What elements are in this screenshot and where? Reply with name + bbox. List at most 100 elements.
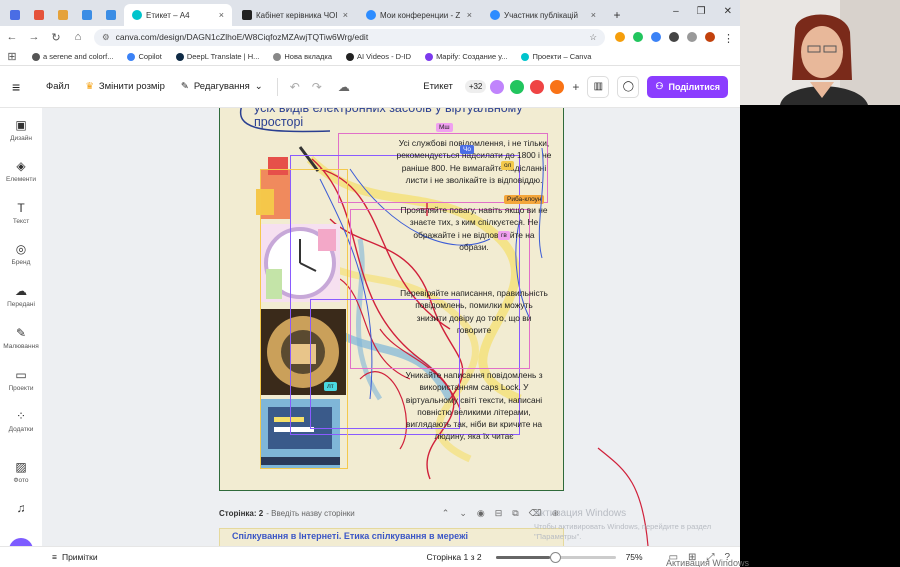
collaborator-cursor-chip: ол bbox=[501, 161, 515, 170]
text-block-messages[interactable]: Усі службові повідомлення, і не тільки, … bbox=[396, 138, 552, 185]
bookmark-item[interactable]: AI Videos - D-ID bbox=[346, 52, 411, 61]
sidebar-item-uploads[interactable]: ☁Передані bbox=[0, 284, 42, 308]
cloud-save-icon[interactable]: ☁ bbox=[337, 79, 350, 94]
redo-icon[interactable]: ↷ bbox=[311, 79, 322, 94]
selection-box bbox=[310, 299, 460, 429]
fullscreen-icon[interactable]: ⤢ bbox=[706, 551, 715, 563]
browser-tab[interactable] bbox=[52, 4, 74, 26]
close-tab-icon[interactable]: × bbox=[218, 10, 224, 20]
menu-dots-icon[interactable]: ⋮ bbox=[723, 33, 734, 45]
page-name-input[interactable]: - Введіть назву сторінки bbox=[266, 508, 355, 518]
bookmark-item[interactable]: Проекти – Canva bbox=[521, 52, 591, 61]
chevron-up-icon[interactable]: ⌃ bbox=[441, 507, 450, 518]
bookmark-item[interactable]: DeepL Translate | Н... bbox=[175, 52, 259, 61]
close-window-icon[interactable]: ✕ bbox=[723, 6, 732, 17]
browser-tab[interactable]: Кабінет керівника ЧОІ × bbox=[234, 4, 356, 26]
hide-icon[interactable]: ◉ bbox=[476, 507, 485, 518]
extension-icon[interactable] bbox=[687, 32, 697, 42]
close-tab-icon[interactable]: × bbox=[342, 10, 348, 20]
help-icon[interactable]: ? bbox=[724, 551, 730, 563]
zoom-level[interactable]: 75% bbox=[625, 552, 643, 562]
browser-tab[interactable] bbox=[28, 4, 50, 26]
duplicate-icon[interactable]: ⧉ bbox=[512, 507, 519, 518]
sidebar-item-apps[interactable]: ⁘Додатки bbox=[0, 409, 42, 433]
resize-button[interactable]: ♛ Змінити розмір bbox=[85, 81, 165, 92]
layout-icon: ▣ bbox=[15, 118, 27, 132]
collaborator-avatars[interactable]: +32 + bbox=[464, 77, 580, 96]
bookmark-item[interactable]: Copilot bbox=[127, 52, 162, 61]
apps-grid-icon[interactable]: ⊞ bbox=[7, 51, 17, 63]
analytics-icon[interactable]: ▥ bbox=[587, 75, 610, 98]
lock-icon[interactable]: ⊟ bbox=[494, 507, 503, 518]
maximize-icon[interactable]: ❐ bbox=[696, 6, 706, 17]
text-block-spelling[interactable]: Перевіряйте написання, правильність пові… bbox=[400, 288, 548, 335]
extension-icon[interactable] bbox=[651, 32, 661, 42]
bookmark-star-icon[interactable]: ☆ bbox=[589, 31, 597, 42]
chevron-down-icon[interactable]: ⌄ bbox=[459, 507, 467, 518]
extension-icon[interactable] bbox=[615, 32, 625, 42]
sidebar-item-label: Додатки bbox=[8, 426, 34, 433]
sidebar-item-projects[interactable]: ▭Проекти bbox=[0, 368, 42, 392]
close-tab-icon[interactable]: × bbox=[466, 10, 472, 20]
design-page[interactable]: усіх видів електронних засобів у віртуал… bbox=[219, 108, 564, 491]
browser-tab-bar: Етикет – А4 × Кабінет керівника ЧОІ × Мо… bbox=[0, 0, 740, 26]
zoom-slider-knob[interactable] bbox=[549, 551, 561, 563]
minimize-icon[interactable]: – bbox=[673, 6, 679, 17]
sidebar-item-photos[interactable]: ▨Фото bbox=[0, 460, 42, 484]
sidebar-item-design[interactable]: ▣Дизайн bbox=[0, 118, 42, 142]
page-label: Сторінка: 2 bbox=[219, 508, 264, 518]
page-indicator[interactable]: Сторінка 1 з 2 bbox=[426, 552, 482, 562]
grid-view-icon[interactable]: ⊞ bbox=[688, 551, 697, 563]
bookmark-item[interactable]: Mapify: Создание у... bbox=[425, 52, 507, 61]
sidebar-item-draw[interactable]: ✎Малювання bbox=[0, 326, 42, 350]
browser-tab[interactable]: Мои конференции - Z × bbox=[358, 4, 480, 26]
document-title[interactable]: Етикет bbox=[423, 81, 453, 92]
extension-icon[interactable] bbox=[669, 32, 679, 42]
zoom-slider[interactable] bbox=[495, 551, 616, 563]
comment-icon[interactable]: ◯ bbox=[617, 75, 640, 98]
site-info-icon[interactable]: ⚙ bbox=[102, 31, 110, 42]
stained-glass-image bbox=[260, 309, 346, 395]
page-title[interactable]: усіх видів електронних засобів у віртуал… bbox=[254, 108, 523, 129]
delete-icon[interactable]: ⌫ bbox=[528, 507, 542, 518]
edit-mode-dropdown[interactable]: ✎ Редагування ⌄ bbox=[181, 81, 263, 92]
bookmarks-bar: ⊞ a serene and colorf... Copilot DeepL T… bbox=[0, 48, 740, 66]
forward-icon[interactable]: → bbox=[28, 31, 40, 43]
text-block-capslock[interactable]: Уникайте написання повідомлень з викорис… bbox=[405, 370, 543, 442]
reload-icon[interactable]: ↻ bbox=[51, 31, 61, 44]
browser-tab[interactable]: Участник публікацій × bbox=[482, 4, 604, 26]
sidebar-item-elements[interactable]: ◈Елементи bbox=[0, 159, 42, 183]
canvas-workspace[interactable]: усіх видів електронних засобів у віртуал… bbox=[42, 108, 740, 546]
bookmark-item[interactable]: a serene and colorf... bbox=[32, 52, 113, 61]
notes-label: Примітки bbox=[61, 552, 98, 562]
design-page-2[interactable]: Спілкування в Інтернеті. Етика спілкуван… bbox=[219, 528, 564, 546]
text-block-respect[interactable]: Проявляйте повагу, навіть якщо ви не зна… bbox=[400, 205, 548, 252]
sidebar-item-audio[interactable]: ♫ bbox=[0, 501, 42, 518]
canva-toolbar: ≡ Файл ♛ Змінити розмір ✎ Редагування ⌄ … bbox=[0, 66, 740, 108]
share-button[interactable]: ⚇ Поділитися bbox=[647, 75, 728, 98]
browser-tab[interactable] bbox=[4, 4, 26, 26]
notes-button[interactable]: ≡ Примітки bbox=[52, 552, 98, 562]
browser-tab[interactable] bbox=[100, 4, 122, 26]
bookmark-item[interactable]: Нова вкладка bbox=[273, 52, 332, 61]
profile-avatar[interactable] bbox=[705, 32, 715, 42]
extensions-area: ⋮ bbox=[615, 32, 734, 45]
sidebar-item-label: Бренд bbox=[11, 259, 31, 266]
url-field[interactable]: ⚙ canva.com/design/DAGN1cZlhoE/W8CiqfozM… bbox=[94, 28, 605, 46]
sidebar-item-brand[interactable]: ◎Бренд bbox=[0, 242, 42, 266]
close-tab-icon[interactable]: × bbox=[590, 10, 596, 20]
shapes-icon: ◈ bbox=[16, 159, 26, 173]
file-menu[interactable]: Файл bbox=[46, 81, 70, 92]
add-page-icon[interactable]: ⊕ bbox=[551, 507, 559, 518]
menu-hamburger-icon[interactable]: ≡ bbox=[12, 78, 21, 95]
browser-tab[interactable] bbox=[76, 4, 98, 26]
extension-icon[interactable] bbox=[633, 32, 643, 42]
new-tab-button[interactable]: + bbox=[613, 8, 621, 22]
home-icon[interactable]: ⌂ bbox=[74, 31, 82, 43]
undo-icon[interactable]: ↶ bbox=[289, 79, 300, 94]
back-icon[interactable]: ← bbox=[6, 31, 18, 43]
browser-tab-active[interactable]: Етикет – А4 × bbox=[124, 4, 232, 26]
add-collaborator-icon[interactable]: + bbox=[572, 79, 580, 94]
page-view-icon[interactable]: ▭ bbox=[668, 551, 679, 563]
